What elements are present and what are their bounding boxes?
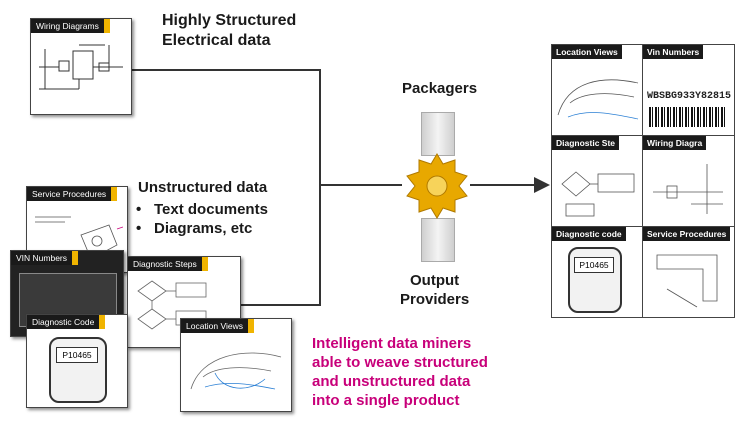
tagline-line-4: into a single product — [312, 392, 460, 409]
scanner-device: P10465 — [49, 337, 107, 403]
puzzle-service-sketch — [656, 254, 718, 308]
puzzle-car-sketch — [557, 79, 639, 120]
puzzle-piece-vin: Vin Numbers WBSBG933Y82815 — [642, 44, 735, 136]
puzzle-diag-code-title: Diagnostic code — [552, 227, 626, 241]
puzzle-location-title: Location Views — [552, 45, 622, 59]
packager-column-bottom — [421, 218, 455, 262]
puzzle-scanner: P10465 — [568, 247, 622, 313]
diagnostic-steps-title: Diagnostic Steps — [128, 257, 208, 271]
vin-numbers-title: VIN Numbers — [11, 251, 79, 265]
line-unstructured — [240, 185, 321, 306]
packagers-label: Packagers — [402, 80, 478, 97]
output-label-line1: Output — [410, 272, 460, 289]
wiring-diagrams-title: Wiring Diagrams — [31, 19, 110, 33]
location-views-card: Location Views — [180, 318, 292, 412]
puzzle-vin-title: Vin Numbers — [643, 45, 704, 59]
puzzle-flowchart — [561, 171, 635, 217]
service-procedures-title: Service Procedures — [27, 187, 118, 201]
unstructured-bullets: Text documents Diagrams, etc — [132, 200, 268, 238]
puzzle-piece-service: Service Procedures — [642, 226, 735, 318]
scanner-screen: P10465 — [56, 347, 98, 363]
gear-icon — [406, 153, 468, 219]
structured-label-line1: Highly Structured — [162, 12, 297, 29]
puzzle-wiring-title: Wiring Diagra — [643, 136, 707, 150]
wiring-diagrams-card: Wiring Diagrams — [30, 18, 132, 115]
puzzle-scanner-screen: P10465 — [574, 257, 614, 273]
line-structured — [130, 69, 402, 186]
diagnostic-code-title: Diagnostic Code — [27, 315, 106, 329]
tagline-line-2: able to weave structured — [312, 354, 488, 371]
tagline-line-3: and unstructured data — [312, 373, 471, 390]
car-sketch — [190, 352, 282, 390]
puzzle-product: Location Views Vin Numbers WBSBG933Y8281… — [551, 44, 735, 318]
tagline-line-1: Intelligent data miners — [312, 335, 472, 352]
location-views-title: Location Views — [181, 319, 255, 333]
puzzle-barcode — [649, 107, 725, 127]
wiring-schematic — [39, 44, 123, 90]
puzzle-piece-wiring: Wiring Diagra — [642, 135, 735, 227]
puzzle-diag-steps-title: Diagnostic Ste — [552, 136, 620, 150]
unstructured-title: Unstructured data — [138, 179, 268, 196]
bullet-diagrams: Diagrams, etc — [132, 219, 268, 238]
puzzle-vin-value: WBSBG933Y82815 — [647, 91, 732, 102]
puzzle-wiring-sketch — [653, 164, 723, 214]
puzzle-piece-diag-steps: Diagnostic Ste — [551, 135, 643, 227]
output-label-line2: Providers — [400, 291, 470, 308]
tagline: Intelligent data miners able to weave st… — [312, 334, 488, 410]
structured-label-line2: Electrical data — [162, 32, 271, 49]
puzzle-piece-location: Location Views — [551, 44, 643, 136]
bullet-text-documents: Text documents — [132, 200, 268, 219]
puzzle-piece-diag-code: Diagnostic code P10465 — [551, 226, 643, 318]
diagnostic-code-card: Diagnostic Code P10465 — [26, 314, 128, 408]
puzzle-service-title: Service Procedures — [643, 227, 731, 241]
packager-column-top — [421, 112, 455, 156]
